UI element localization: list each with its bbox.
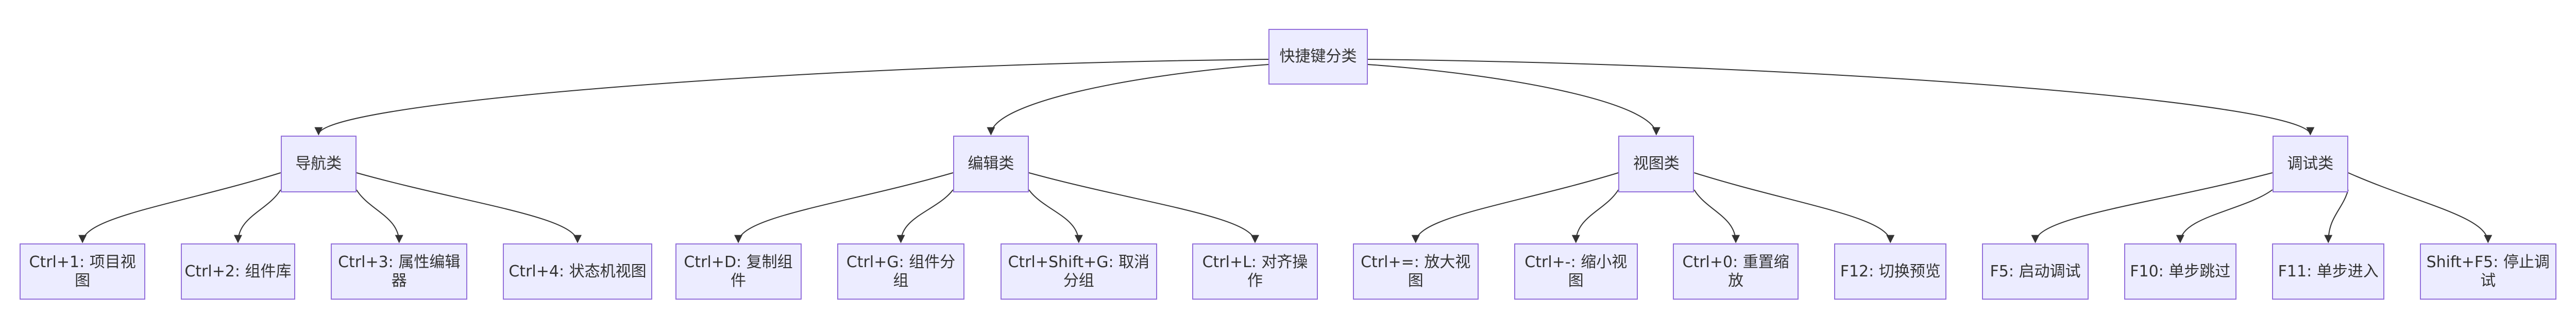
leaf-node: Ctrl+1: 项目视图 [20, 243, 145, 300]
edge-group-to-leaf [734, 172, 954, 243]
edge-group-to-leaf [1028, 189, 1083, 243]
leaf-node: Ctrl+Shift+G: 取消分组 [1000, 243, 1158, 300]
edge-group-to-leaf [1571, 189, 1619, 243]
edge-group-to-leaf [1693, 189, 1740, 243]
edge-root-to-group [1367, 64, 1660, 136]
edge-group-to-leaf [1694, 172, 1895, 243]
edge-group-to-leaf [1028, 172, 1259, 243]
leaf-node: Ctrl+G: 组件分组 [837, 243, 965, 300]
leaf-node: F12: 切换预览 [1834, 243, 1947, 300]
edge-group-to-leaf [356, 189, 403, 243]
edge-group-to-leaf [78, 172, 281, 243]
edge-group-to-leaf [2324, 189, 2349, 243]
edge-group-to-leaf [1411, 172, 1619, 243]
leaf-node: Ctrl+L: 对齐操作 [1192, 243, 1318, 300]
leaf-node: Ctrl+2: 组件库 [181, 243, 295, 300]
leaf-node: Shift+F5: 停止调试 [2419, 243, 2556, 300]
leaf-node: F10: 单步跳过 [2124, 243, 2236, 300]
edge-root-to-group [987, 64, 1269, 136]
edge-group-to-leaf [233, 189, 281, 243]
leaf-node: Ctrl+D: 复制组件 [675, 243, 802, 300]
group-node-navigation: 导航类 [280, 136, 357, 192]
edge-root-to-group [1367, 59, 2315, 136]
leaf-node: Ctrl+=: 放大视图 [1352, 243, 1479, 300]
leaf-node: Ctrl+-: 缩小视图 [1514, 243, 1638, 300]
edge-group-to-leaf [2031, 172, 2273, 243]
leaf-node: F5: 启动调试 [1981, 243, 2089, 300]
leaf-node: F11: 单步进入 [2272, 243, 2385, 300]
group-node-debug: 调试类 [2272, 136, 2348, 192]
edge-group-to-leaf [2176, 189, 2273, 243]
group-node-edit: 编辑类 [953, 136, 1029, 192]
leaf-node: Ctrl+0: 重置缩放 [1673, 243, 1799, 300]
edge-group-to-leaf [2348, 172, 2493, 243]
edge-group-to-leaf [896, 189, 954, 243]
leaf-node: Ctrl+3: 属性编辑器 [330, 243, 468, 300]
group-node-view: 视图类 [1618, 136, 1694, 192]
edge-group-to-leaf [356, 172, 582, 243]
leaf-node: Ctrl+4: 状态机视图 [502, 243, 653, 300]
root-node: 快捷键分类 [1268, 29, 1368, 85]
edge-root-to-group [314, 59, 1269, 136]
